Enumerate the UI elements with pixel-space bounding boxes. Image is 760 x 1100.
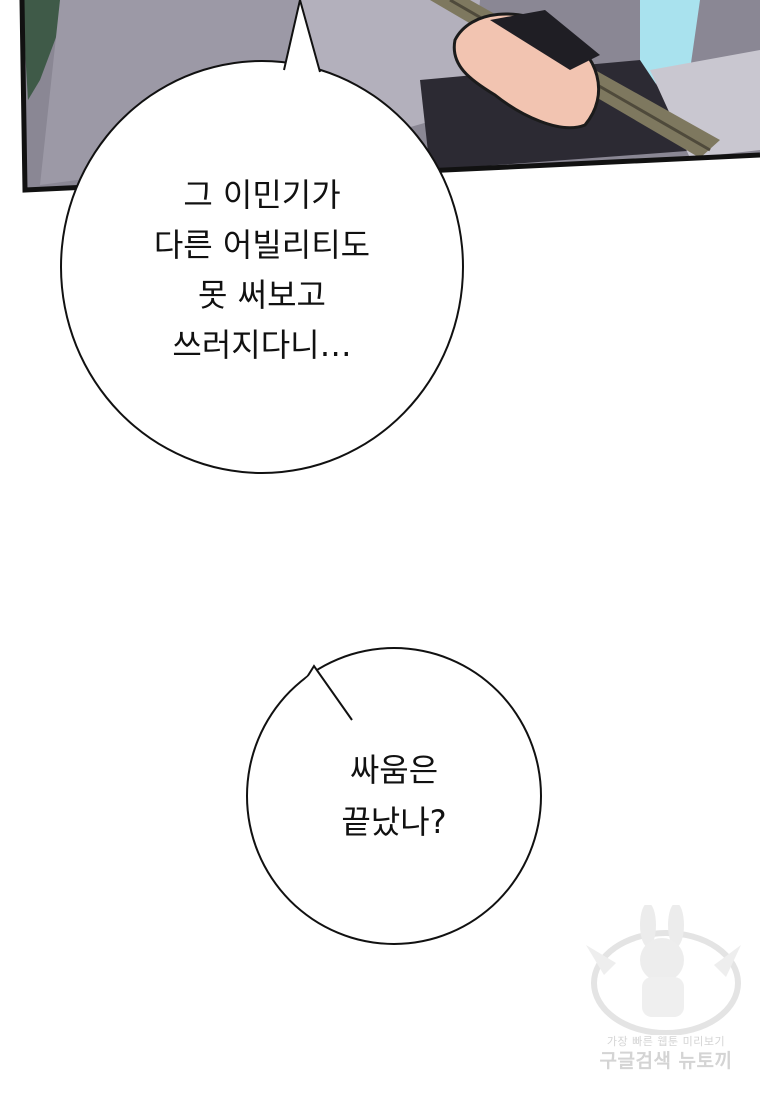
speech-line: 다른 어빌리티도: [153, 226, 371, 264]
speech-bubble-1-tail: [283, 0, 321, 73]
watermark-mascot-icon: [586, 903, 741, 1036]
speech-line: 싸움은: [349, 751, 439, 789]
speech-bubble-1: 그 이민기가 다른 어빌리티도 못 써보고 쓰러지다니…: [60, 60, 464, 474]
watermark-site-name: 구글검색 뉴토끼: [599, 1050, 733, 1072]
speech-bubble-2: 싸움은 끝났나?: [246, 647, 542, 945]
speech-line: 끝났나?: [341, 803, 447, 841]
speech-line: 못 써보고: [198, 276, 326, 314]
watermark-tagline: 가장 빠른 웹툰 미리보기: [606, 1035, 726, 1048]
speech-line: 그 이민기가: [183, 176, 341, 214]
speech-line: 쓰러지다니…: [172, 326, 352, 364]
speech-bubble-2-tail: [303, 664, 353, 721]
watermark: 가장 빠른 웹툰 미리보기 구글검색 뉴토끼: [576, 903, 756, 1075]
